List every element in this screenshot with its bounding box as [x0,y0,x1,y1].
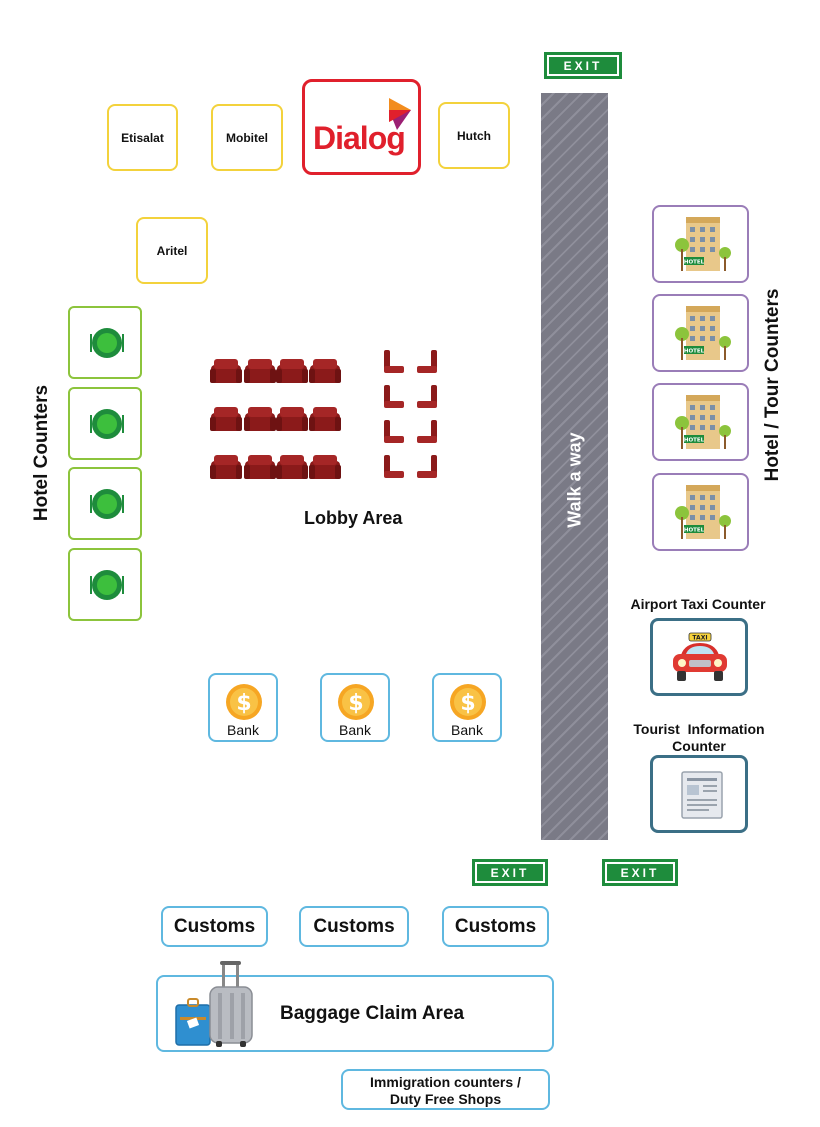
lobby-chair [384,350,404,373]
lobby-chair [417,385,437,408]
bank-counter-2[interactable]: $ Bank [320,673,390,742]
taxi-counter[interactable]: TAXI [650,618,748,696]
sofa-seat [210,359,242,383]
tour-counter-2[interactable]: HOTEL [652,294,749,372]
sofa-seat [276,455,308,479]
sofa-seat [244,455,276,479]
plate-icon [90,489,124,519]
sofa-seat [276,407,308,431]
lobby-chair [417,455,437,478]
customs-counter-3[interactable]: Customs [442,906,549,947]
lobby-chair [417,420,437,443]
walkway: Walk a way [541,93,608,840]
sofa-seat [210,407,242,431]
exit-label: EXIT [490,865,530,880]
brochure-icon [681,771,723,819]
hotel-sign: HOTEL [684,260,705,266]
customs-counter-1[interactable]: Customs [161,906,268,947]
immigration-counter[interactable]: Immigration counters / Duty Free Shops [341,1069,550,1110]
customs-label: Customs [173,915,256,937]
tourist-info-title-line1: Tourist Information [633,721,765,737]
dialog-logo-icon [389,98,411,130]
taxi-sign: TAXI [692,635,707,642]
hotel-counter-4[interactable] [68,548,142,621]
sofa-seat [244,359,276,383]
tour-counter-1[interactable]: HOTEL [652,205,749,283]
customs-label: Customs [313,915,395,937]
lobby-chair [384,385,404,408]
hotel-counter-1[interactable] [68,306,142,379]
dialog-counter[interactable]: Dialog [302,79,421,175]
taxi-counter-title: Airport Taxi Counter [630,596,766,612]
hotel-sign: HOTEL [684,528,705,534]
walkway-label: Walk a way [564,432,584,528]
exit-sign-top: EXIT [544,52,622,79]
customs-counter-2[interactable]: Customs [299,906,409,947]
plate-icon [90,409,124,439]
airtel-counter[interactable]: Aritel [136,217,208,284]
coin-symbol: $ [236,691,251,716]
hotel-tour-counters-label: Hotel / Tour Counters [762,288,783,482]
exit-label: EXIT [620,865,660,880]
coin-icon: $ [450,684,486,720]
sofa-seat [309,359,341,383]
sofa-seat [244,407,276,431]
hotel-building-icon: HOTEL [675,395,731,449]
coin-symbol: $ [348,691,363,716]
lobby-area-label: Lobby Area [304,508,403,528]
sofa-seat [276,359,308,383]
tour-counter-4[interactable]: HOTEL [652,473,749,551]
hotel-building-icon: HOTEL [675,217,731,271]
hotel-sign: HOTEL [684,349,705,355]
tourist-info-counter[interactable] [650,755,748,833]
bank-counter-1[interactable]: $ Bank [208,673,278,742]
lobby-chair [384,420,404,443]
coin-symbol: $ [460,691,475,716]
etisalat-label: Etisalat [121,130,164,145]
sofa-seat [309,455,341,479]
coin-icon: $ [226,684,262,720]
sofa-seat [309,407,341,431]
tourist-info-title: Tourist Information Counter [620,721,778,755]
mobitel-counter[interactable]: Mobitel [211,104,283,171]
dialog-label: Dialog [313,120,406,156]
plate-icon [90,570,124,600]
lobby-chair [384,455,404,478]
coin-icon: $ [338,684,374,720]
baggage-claim-label: Baggage Claim Area [280,1003,465,1024]
hotel-building-icon: HOTEL [675,306,731,360]
lobby-chair [417,350,437,373]
mobitel-label: Mobitel [226,130,268,145]
etisalat-counter[interactable]: Etisalat [107,104,178,171]
tour-counter-3[interactable]: HOTEL [652,383,749,461]
baggage-claim-area[interactable]: Baggage Claim Area [156,961,554,1052]
hotel-counter-3[interactable] [68,467,142,540]
exit-sign-bottom-left: EXIT [472,859,548,886]
immigration-line1: Immigration counters / [370,1074,521,1090]
immigration-line2: Duty Free Shops [389,1091,502,1107]
bank-label: Bank [451,722,483,738]
hutch-label: Hutch [457,128,491,143]
exit-sign-bottom-right: EXIT [602,859,678,886]
airtel-label: Aritel [156,243,188,258]
hotel-building-icon: HOTEL [675,485,731,539]
bank-label: Bank [227,722,259,738]
customs-label: Customs [454,915,537,937]
taxi-icon: TAXI [673,632,727,681]
plate-icon [90,328,124,358]
luggage-icon [175,961,253,1047]
lobby-seating [210,350,437,479]
hotel-counters-label: Hotel Counters [31,384,52,522]
hotel-counter-2[interactable] [68,387,142,460]
tourist-info-title-line2: Counter [672,738,726,754]
hutch-counter[interactable]: Hutch [438,102,510,169]
bank-counter-3[interactable]: $ Bank [432,673,502,742]
hotel-sign: HOTEL [684,438,705,444]
sofa-seat [210,455,242,479]
exit-label: EXIT [563,58,603,73]
bank-label: Bank [339,722,371,738]
